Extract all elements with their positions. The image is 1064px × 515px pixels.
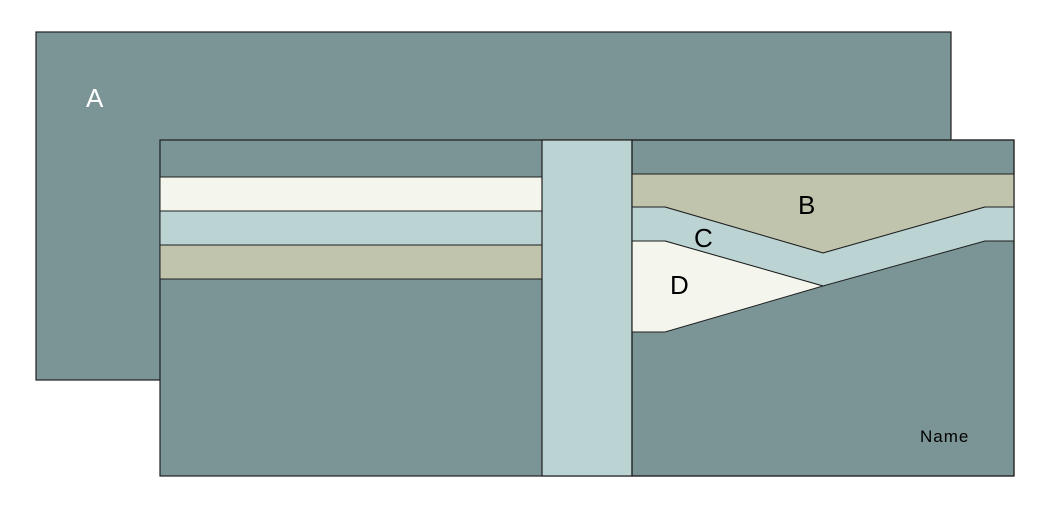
middle-band (542, 140, 632, 476)
label-a: A (86, 83, 104, 113)
left-strip-blue (160, 211, 542, 245)
left-strip-khaki (160, 245, 542, 279)
left-section (160, 177, 542, 279)
left-strip-cream (160, 177, 542, 211)
label-d: D (670, 270, 689, 300)
label-c: C (694, 223, 713, 253)
label-b: B (798, 190, 815, 220)
label-name: Name (920, 427, 969, 446)
